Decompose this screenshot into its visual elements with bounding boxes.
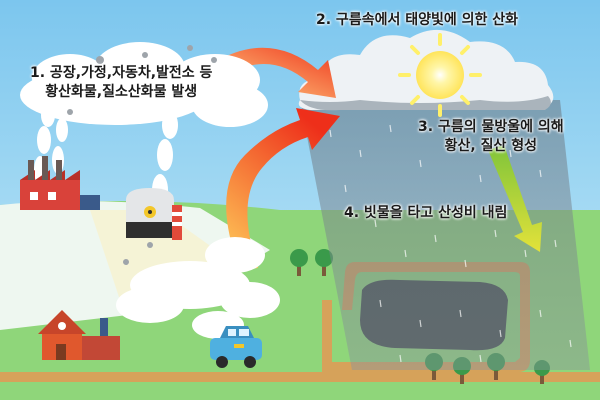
step2-label: 2. 구름속에서 태양빛에 의한 산화 [316, 11, 518, 30]
step3-label: 3. 구름의 물방울에 의해 황산, 질산 형성 [418, 118, 564, 156]
step1-line1: 1. 공장,가정,자동차,발전소 등 [30, 64, 212, 83]
step4-label: 4. 빗물을 타고 산성비 내림 [344, 204, 507, 223]
step3-line1: 3. 구름의 물방울에 의해 [418, 118, 564, 137]
step1-label: 1. 공장,가정,자동차,발전소 등 황산화물,질소산화물 발생 [30, 64, 212, 102]
step1-line2: 황산화물,질소산화물 발생 [30, 83, 212, 102]
step3-line2: 황산, 질산 형성 [418, 137, 564, 156]
